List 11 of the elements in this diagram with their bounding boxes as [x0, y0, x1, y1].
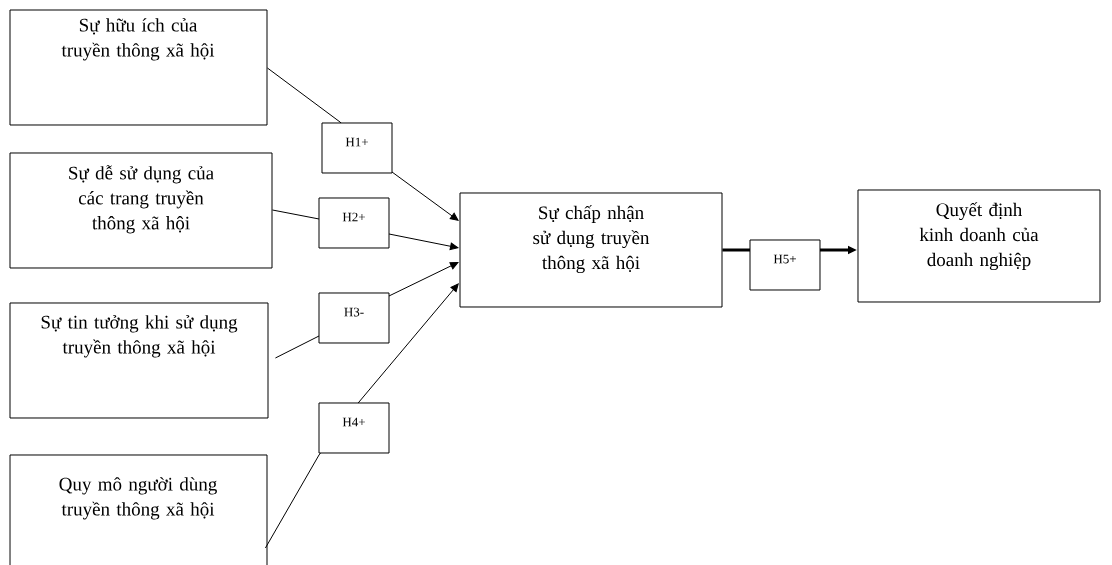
process-box: Sự tin tưởng khi sử dụng truyền thông xã hội: [9, 302, 269, 419]
process-box: Quy mô người dùng truyền thông xã hội: [9, 454, 268, 565]
edge-label: H2+: [318, 197, 390, 249]
edge-label: H1+: [321, 122, 393, 174]
edge-label: H3-: [318, 292, 390, 344]
process-box: Sự hữu ích của truyền thông xã hội: [9, 9, 268, 126]
process-box: Sự chấp nhận sử dụng truyền thông xã hội: [459, 192, 723, 308]
process-box: Sự dễ sử dụng của các trang truyền thông xã hội: [9, 152, 273, 269]
edge-label: H4+: [318, 402, 390, 454]
edge-label: H5+: [749, 239, 821, 291]
process-box: Quyết định kinh doanh của doanh nghiệp: [857, 189, 1101, 303]
